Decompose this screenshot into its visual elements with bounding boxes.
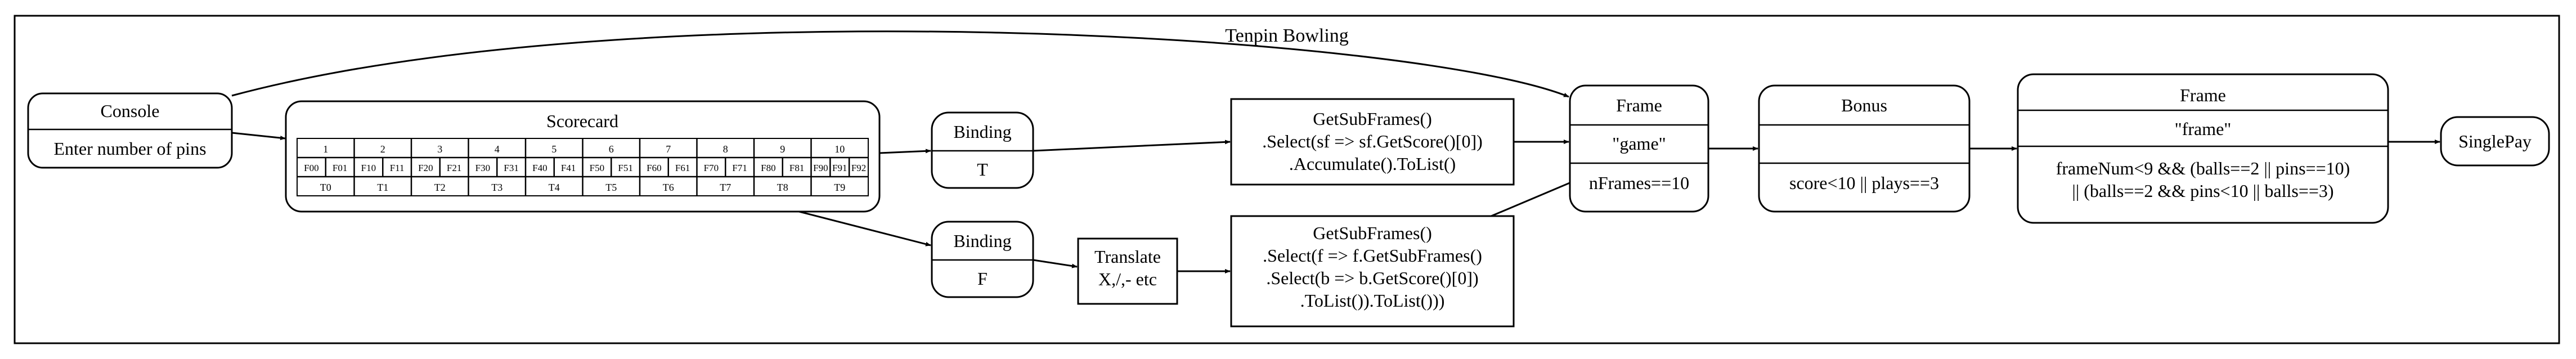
scorecard-cell: F81 — [789, 163, 804, 173]
scorecard-total: T4 — [549, 182, 560, 193]
scorecard-cell: F40 — [532, 163, 547, 173]
scorecard-frame-number: 5 — [551, 143, 557, 155]
scorecard-frame-number: 3 — [437, 143, 442, 155]
scorecard-cell: F01 — [333, 163, 347, 173]
edge-console-frame-game — [231, 30, 1569, 98]
scorecard-frame-number: 2 — [380, 143, 385, 155]
node-frame-frame[interactable]: Frame "frame" frameNum<9 && (balls==2 ||… — [2017, 73, 2389, 224]
bonus-title: Bonus — [1841, 95, 1887, 115]
getsub-t-line-1: GetSubFrames() — [1313, 109, 1432, 129]
frame-game-title: Frame — [1616, 95, 1662, 115]
scorecard-frame-number: 1 — [323, 143, 328, 155]
scorecard-total: T7 — [720, 182, 731, 193]
scorecard-total: T9 — [834, 182, 845, 193]
scorecard-total: T5 — [605, 182, 617, 193]
frame-frame-title: Frame — [2180, 85, 2226, 105]
scorecard-cell: F20 — [418, 163, 433, 173]
scorecard-frame-number: 9 — [780, 143, 785, 155]
scorecard-cell: F30 — [475, 163, 490, 173]
scorecard-total: T3 — [491, 182, 502, 193]
frame-frame-rule-2: || (balls==2 && pins<10 || balls==3) — [2072, 181, 2333, 201]
console-title: Console — [101, 101, 160, 121]
scorecard-cell: F80 — [761, 163, 775, 173]
scorecard-cell: F60 — [647, 163, 661, 173]
scorecard-total: T0 — [320, 182, 331, 193]
frame-game-name: "game" — [1612, 133, 1666, 154]
binding-t-title: Binding — [953, 122, 1011, 142]
scorecard-cell: F92 — [851, 163, 866, 173]
node-getsub-t[interactable]: GetSubFrames() .Select(sf => sf.GetScore… — [1230, 98, 1515, 186]
scorecard-frame-number: 4 — [495, 143, 500, 155]
getsub-f-line-2: .Select(f => f.GetSubFrames() — [1263, 245, 1482, 266]
getsub-f-line-1: GetSubFrames() — [1313, 223, 1432, 243]
node-translate[interactable]: Translate X,/,- etc — [1077, 237, 1178, 305]
scorecard-total: T8 — [777, 182, 788, 193]
node-binding-f[interactable]: Binding F — [931, 221, 1034, 298]
scorecard-cell: F00 — [304, 163, 318, 173]
edge-scorecard-binding-f — [798, 210, 931, 246]
edge-binding-t-getsub-t — [1033, 140, 1231, 152]
singlepay-title: SinglePay — [2458, 131, 2532, 151]
scorecard-total: T1 — [377, 182, 388, 193]
scorecard-frame-number: 6 — [609, 143, 614, 155]
scorecard-frame-number: 7 — [666, 143, 671, 155]
translate-line-1: Translate — [1094, 246, 1161, 267]
node-singlepay[interactable]: SinglePay — [2440, 116, 2550, 167]
getsub-t-line-2: .Select(sf => sf.GetScore()[0]) — [1262, 131, 1483, 151]
scorecard-cell: F70 — [704, 163, 719, 173]
binding-f-row: F — [977, 268, 988, 289]
edge-console-scorecard — [231, 132, 286, 141]
scorecard-frame-number: 10 — [834, 143, 845, 155]
scorecard-cell: F61 — [675, 163, 690, 173]
scorecard-title: Scorecard — [546, 111, 618, 131]
scorecard-cell: F10 — [361, 163, 376, 173]
edge-scorecard-binding-t — [879, 149, 931, 154]
node-getsub-f[interactable]: GetSubFrames() .Select(f => f.GetSubFram… — [1230, 215, 1515, 327]
node-binding-t[interactable]: Binding T — [931, 111, 1034, 189]
frame-frame-name: "frame" — [2175, 119, 2232, 139]
edge-binding-f-translate — [1033, 259, 1078, 268]
getsub-f-line-4: .ToList()).ToList())) — [1300, 290, 1445, 311]
frame-game-rule: nFrames==10 — [1589, 173, 1689, 193]
scorecard-cell: F11 — [390, 163, 405, 173]
scorecard-cell: F71 — [732, 163, 747, 173]
getsub-t-line-3: .Accumulate().ToList() — [1289, 154, 1456, 174]
bonus-rule: score<10 || plays==3 — [1789, 173, 1939, 193]
scorecard-total: T6 — [663, 182, 674, 193]
scorecard-cell: F91 — [832, 163, 847, 173]
scorecard-total: T2 — [434, 182, 446, 193]
edges — [231, 30, 2440, 273]
binding-t-row: T — [977, 159, 988, 180]
scorecard-cell: F90 — [813, 163, 828, 173]
cluster-title: Tenpin Bowling — [1225, 25, 1349, 46]
cluster-tenpin-bowling: Tenpin Bowling — [14, 15, 2560, 344]
translate-line-2: X,/,- etc — [1098, 269, 1157, 289]
scorecard-frame-number: 8 — [723, 143, 728, 155]
frame-frame-rule-1: frameNum<9 && (balls==2 || pins==10) — [2056, 158, 2350, 178]
console-row: Enter number of pins — [53, 138, 206, 159]
scorecard-cell: F51 — [618, 163, 632, 173]
scorecard-cell: F41 — [561, 163, 576, 173]
binding-f-title: Binding — [953, 231, 1011, 251]
scorecard-cell: F50 — [590, 163, 604, 173]
node-console[interactable]: Console Enter number of pins — [27, 92, 233, 169]
node-bonus[interactable]: Bonus score<10 || plays==3 — [1758, 84, 1971, 213]
scorecard-cell: F21 — [447, 163, 461, 173]
scorecard-cell: F31 — [504, 163, 518, 173]
getsub-f-line-3: .Select(b => b.GetScore()[0]) — [1266, 268, 1478, 288]
node-frame-game[interactable]: Frame "game" nFrames==10 — [1569, 84, 1709, 213]
